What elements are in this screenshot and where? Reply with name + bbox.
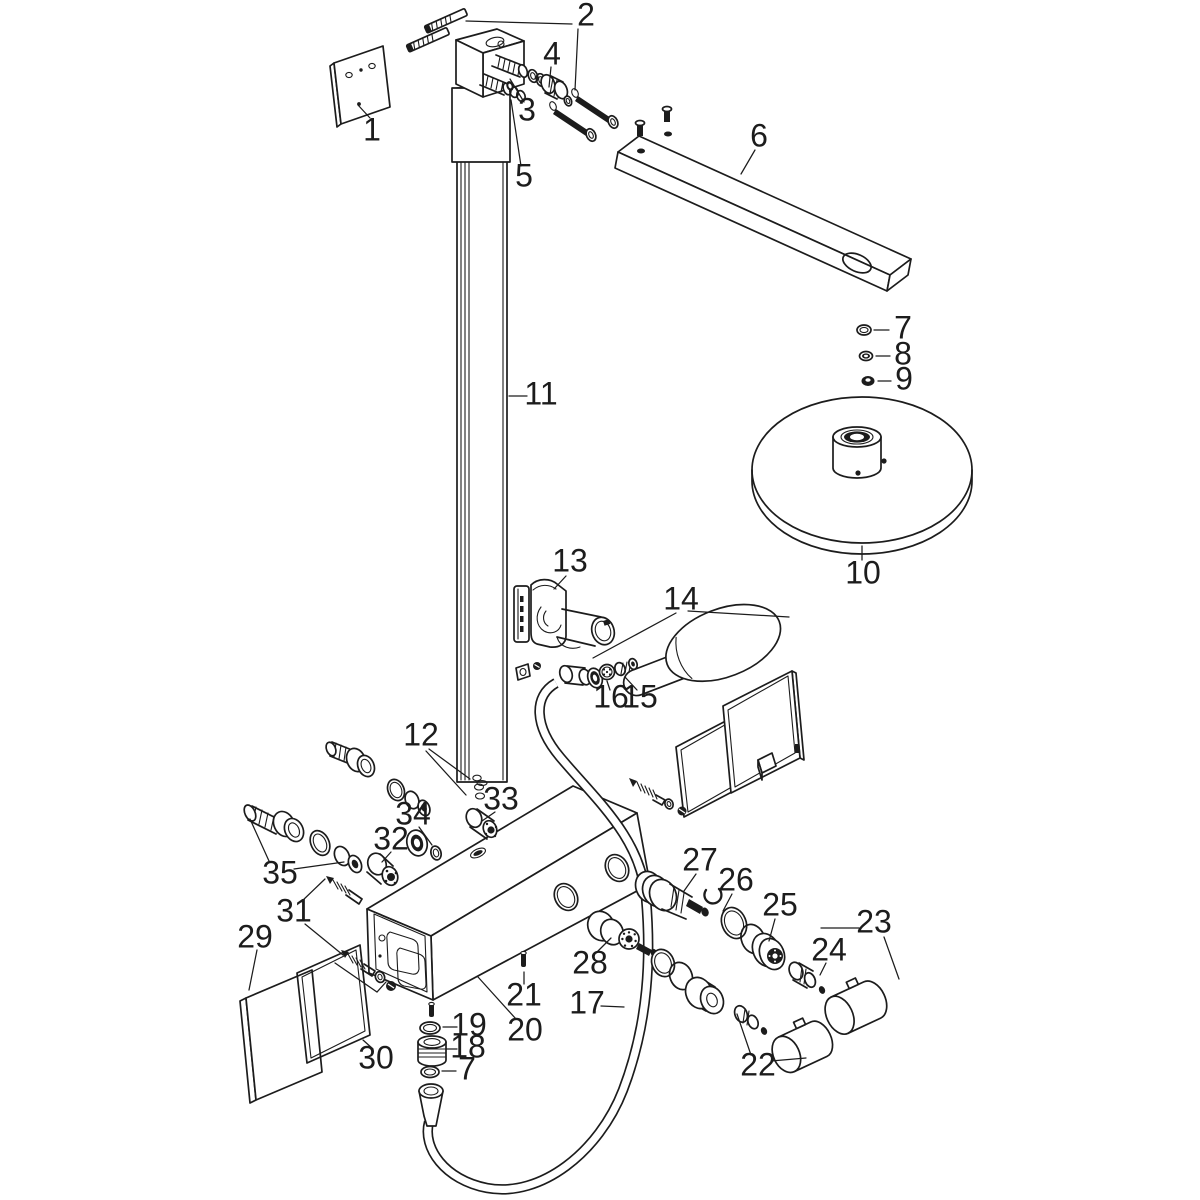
- leader-23: [820, 927, 900, 980]
- cartridge-rings-lower: [650, 948, 694, 991]
- outlet-plate: [722, 670, 805, 794]
- leader-31: [300, 878, 344, 956]
- leader-12: [425, 748, 471, 796]
- inlet-connector-35: [243, 804, 363, 874]
- valve-sleeve: [684, 976, 725, 1015]
- cover-plate: [451, 87, 511, 163]
- holder-bracket: [513, 578, 616, 649]
- hose-nipple-18: [417, 1035, 447, 1067]
- mounting-studs: [405, 8, 468, 53]
- shower-bar: [456, 87, 508, 787]
- leader-3: [509, 78, 525, 103]
- adapter-24: [788, 961, 826, 994]
- leader-5: [510, 99, 522, 167]
- leader-4: [548, 66, 552, 88]
- adapter-22-chain: [733, 1004, 768, 1035]
- leader-1: [357, 104, 371, 119]
- leader-35: [249, 818, 345, 870]
- filter-seal: [598, 663, 616, 681]
- leader-29: [248, 949, 258, 991]
- shutoff-cartridge: [586, 910, 658, 958]
- leader-13: [553, 575, 567, 590]
- leader-25: [768, 918, 776, 942]
- leader-30: [362, 1039, 374, 1050]
- leader-15: [624, 676, 638, 691]
- plate-29: [239, 969, 323, 1104]
- grub-screw: [520, 950, 527, 967]
- leader-32: [381, 851, 392, 863]
- leader-26: [722, 893, 733, 912]
- bar-head-union: [455, 28, 547, 103]
- thermostat-housing: [366, 785, 651, 1017]
- arm-screws: [634, 105, 673, 154]
- fixing-screws: [549, 88, 619, 143]
- leader-16: [606, 680, 611, 691]
- leader-17: [600, 1005, 625, 1008]
- bar-orings: [472, 774, 486, 800]
- shower-arm: [614, 105, 912, 292]
- seal-8: [858, 350, 874, 362]
- handle-23: [824, 977, 888, 1035]
- thermostat-cartridge: [634, 870, 709, 920]
- leader-33: [481, 811, 496, 822]
- hose-cone: [418, 1083, 444, 1127]
- seal-7: [856, 324, 872, 336]
- leader-34: [418, 826, 433, 846]
- stop-ring-25: [751, 932, 786, 971]
- shower-hose: [422, 678, 654, 1195]
- leader-24: [819, 962, 827, 976]
- leader-22: [736, 1013, 807, 1062]
- check-valve: [613, 657, 639, 677]
- leader-2: [465, 20, 579, 91]
- leader-14: [592, 610, 790, 659]
- leader-lines: [248, 20, 900, 1072]
- valve-32: [366, 852, 399, 887]
- union-nut: [540, 73, 573, 107]
- wall-plate: [329, 45, 391, 128]
- nut-9: [861, 376, 875, 386]
- seal-7-lower: [420, 1065, 440, 1079]
- leader-31b: [334, 962, 387, 993]
- overhead-shower: [751, 396, 973, 555]
- bracket-nut-screw: [515, 662, 541, 681]
- leader-6: [740, 149, 756, 175]
- gasket-30: [296, 944, 371, 1064]
- inlet-connector-upper: [325, 741, 431, 817]
- leader-20: [477, 976, 517, 1020]
- oring-19: [419, 1021, 441, 1035]
- outlet-screw-set: [629, 778, 687, 816]
- seal-set-34: [405, 829, 443, 861]
- leader-28: [595, 937, 612, 954]
- hose-ferrule: [558, 664, 604, 689]
- hand-shower: [622, 603, 782, 697]
- retaining-clip: [703, 887, 723, 905]
- plug-33: [465, 807, 498, 840]
- leader-27: [683, 873, 697, 892]
